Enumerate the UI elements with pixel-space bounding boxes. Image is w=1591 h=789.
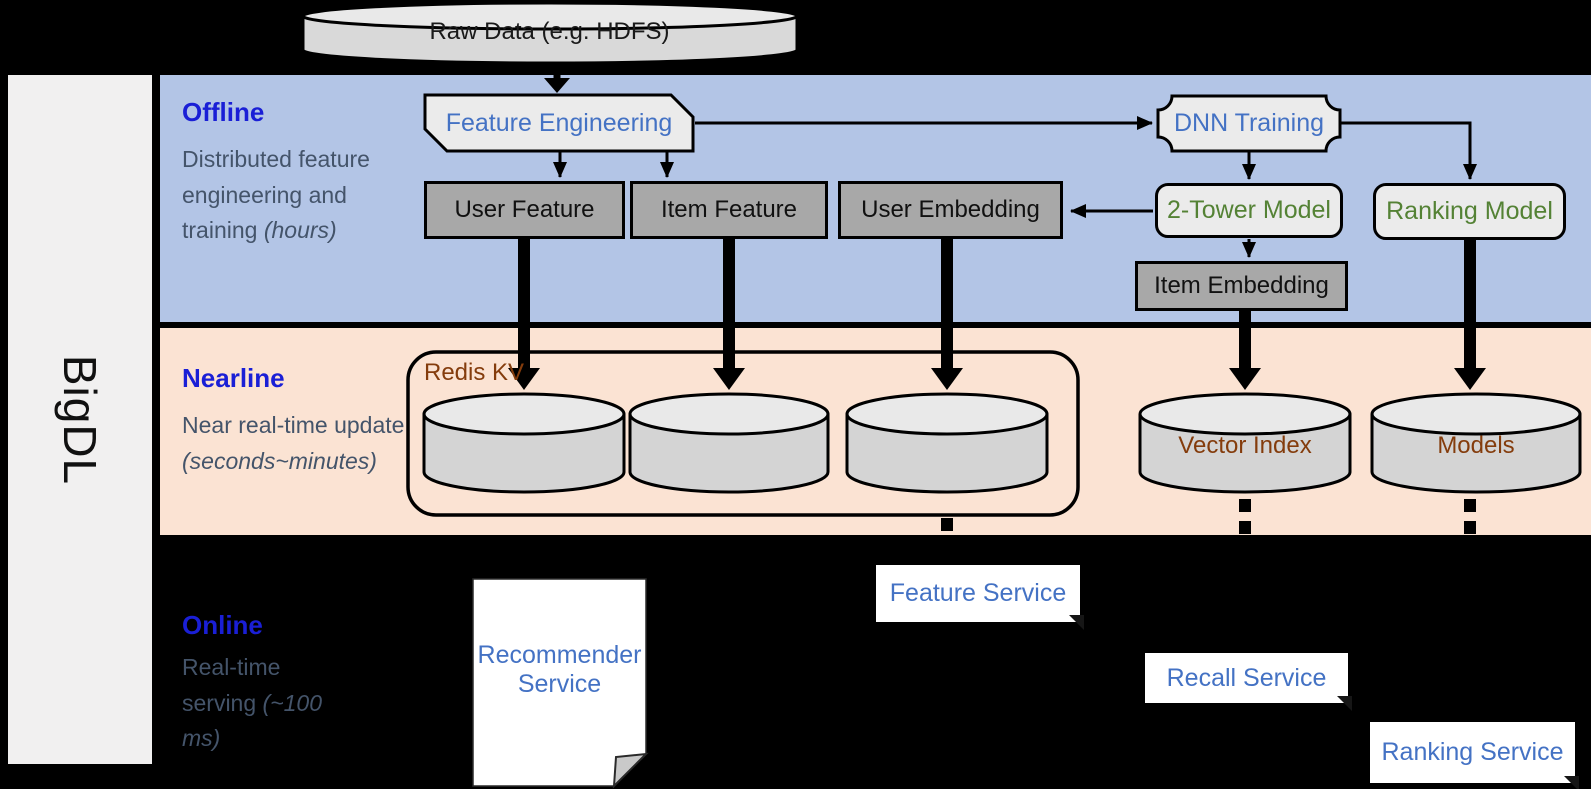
nearline-subtitle-italic: (seconds~minutes) [182,447,377,474]
redis-cylinder-3 [845,392,1049,494]
online-subtitle-text: Real-time serving [182,654,281,716]
item-feature-box: Item Feature [630,181,828,239]
models-label: Models [1437,432,1515,460]
raw-data-label: Raw Data (e.g. HDFS) [429,18,670,46]
offline-subtitle-text: Distributed feature engineering and trai… [182,146,370,244]
recommender-service-label: Recommender Service [477,641,642,698]
vector-index-label: Vector Index [1178,432,1312,460]
arrow-rawdata-to-offline [544,63,570,93]
two-tower-model-box: 2-Tower Model [1155,183,1343,238]
user-feature-box: User Feature [424,181,625,239]
dashhead-redis-to-featureservice [931,536,963,556]
offline-title: Offline [182,97,265,127]
offline-subtitle: Distributed feature engineering and trai… [182,142,387,249]
offline-subtitle-italic: (hours) [263,217,337,244]
nearline-title: Nearline [182,363,285,393]
redis-cylinder-2 [628,392,830,494]
feature-service-box: Feature Service [876,565,1084,630]
feature-engineering-shape [423,93,695,153]
arrow-userembedding-shaft [941,239,953,371]
nearline-cylinders [422,392,1582,494]
dnn-training-shape [1156,94,1342,153]
raw-data-cylinder [301,1,799,65]
ranking-service-box: Ranking Service [1370,722,1579,789]
redis-kv-container [406,350,1080,517]
arrow-userembedding-head [931,368,963,390]
dash-models-1 [1464,499,1476,512]
online-subtitle-italic: (~100 ms) [182,689,323,752]
redis-cylinder-1 [422,392,626,494]
item-embedding-box: Item Embedding [1135,261,1348,311]
thick-connectors [508,239,1486,390]
vector-index-cylinder [1138,392,1352,494]
ranking-model-box: Ranking Model [1373,183,1566,240]
user-embedding-box: User Embedding [838,181,1063,239]
dash-vectorindex-2 [1239,521,1251,534]
thin-connectors [553,116,1477,258]
arrow-userfeature-shaft [518,239,530,371]
nearline-subtitle: Near real-time update (seconds~minutes) [182,408,414,479]
arrow-rankingmodel-shaft [1464,240,1476,371]
dash-vectorindex-1 [1239,499,1251,512]
arrow-userfeature-head [508,368,540,390]
arrow-itemfeature-shaft [723,239,735,371]
arrow-itemembedding-shaft [1239,311,1251,371]
recommender-service-document [472,578,649,789]
nearline-subtitle-text: Near real-time update [182,412,405,438]
models-cylinder [1370,392,1582,494]
dashed-connectors [931,499,1476,556]
dnn-training-label: DNN Training [1173,109,1325,138]
online-title: Online [182,610,263,640]
redis-kv-label: Redis KV [424,359,525,387]
recall-service-box: Recall Service [1145,653,1352,711]
bigdl-sidebar [8,75,152,764]
dash-redis-to-featureservice [941,518,953,531]
arrow-itemembedding-head [1229,368,1261,390]
online-subtitle: Real-time serving (~100 ms) [182,650,322,757]
arrow-dnn-to-rankingmodel [1340,121,1477,180]
feature-engineering-label: Feature Engineering [445,108,673,137]
arrow-itemfeature-head [713,368,745,390]
dash-models-2 [1464,521,1476,534]
arrow-rankingmodel-head [1454,368,1486,390]
